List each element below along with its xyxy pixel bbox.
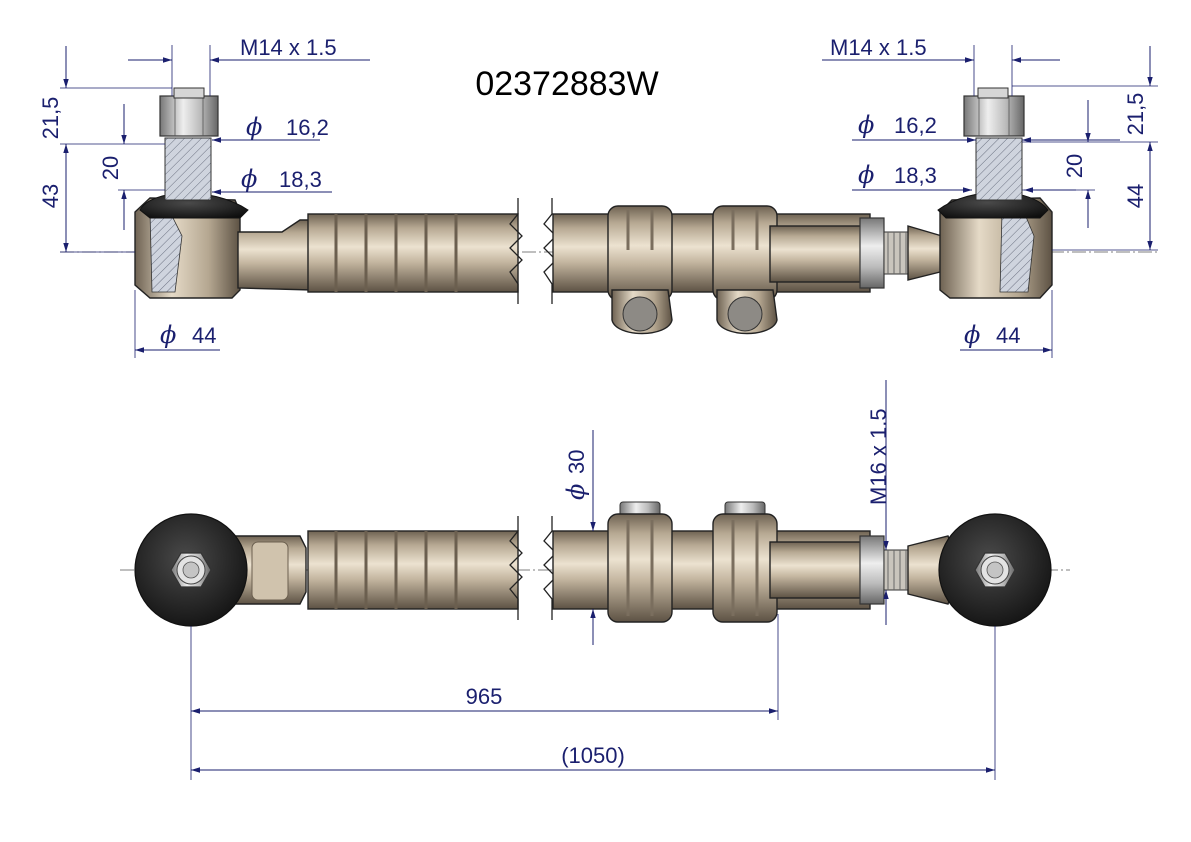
left-rod-top xyxy=(307,530,519,610)
phi-44-left-symbol: ϕ xyxy=(160,321,176,349)
height-21-5-right-label: 21,5 xyxy=(1123,93,1148,136)
height-20-left-label: 20 xyxy=(98,156,123,180)
length-965-label: 965 xyxy=(466,684,503,709)
tube-with-clamps xyxy=(552,205,871,335)
break-line-left xyxy=(509,198,523,304)
phi-18-3-left-symbol: ϕ xyxy=(241,165,257,193)
dia-18-3-right-label: 18,3 xyxy=(894,163,937,188)
tube-top xyxy=(552,501,871,623)
thread-right-label: M14 x 1.5 xyxy=(830,35,927,60)
dia-18-3-left-label: 18,3 xyxy=(279,167,322,192)
part-number-title: 02372883W xyxy=(475,65,658,103)
right-eye xyxy=(938,513,1052,627)
side-view xyxy=(60,87,1160,335)
dia-44-right-label: 44 xyxy=(996,323,1020,348)
right-lock-nut xyxy=(859,217,949,289)
left-rod xyxy=(307,213,519,293)
phi-44-right-symbol: ϕ xyxy=(964,321,980,349)
left-eye xyxy=(134,513,307,627)
break-line-right xyxy=(543,198,557,304)
left-ball-joint xyxy=(134,87,313,299)
top-view-dimensions: ϕ 30 M16 x 1.5 965 (1050) xyxy=(190,380,996,780)
dia-30-label: 30 xyxy=(564,450,589,474)
break-line-left-top xyxy=(509,516,523,620)
top-view xyxy=(120,501,1070,627)
phi-16-2-left-symbol: ϕ xyxy=(246,113,262,141)
right-ball-joint xyxy=(937,87,1053,299)
height-43-label: 43 xyxy=(38,184,63,208)
dia-16-2-right-label: 16,2 xyxy=(894,113,937,138)
break-line-right-top xyxy=(543,516,557,620)
dia-16-2-left-label: 16,2 xyxy=(286,115,329,140)
height-21-5-left-label: 21,5 xyxy=(38,97,63,140)
phi-30-symbol: ϕ xyxy=(562,484,590,500)
dia-44-left-label: 44 xyxy=(192,323,216,348)
thread-m16-label: M16 x 1.5 xyxy=(866,408,891,505)
height-44-label: 44 xyxy=(1123,184,1148,208)
thread-left-label: M14 x 1.5 xyxy=(240,35,337,60)
phi-16-2-right-symbol: ϕ xyxy=(858,111,874,139)
phi-18-3-right-symbol: ϕ xyxy=(858,161,874,189)
side-view-dimensions: M14 x 1.5 21,5 43 20 ϕ 16,2 ϕ 18,3 ϕ 44 xyxy=(38,35,1158,358)
height-20-right-label: 20 xyxy=(1062,154,1087,178)
length-1050-label: (1050) xyxy=(561,743,625,768)
